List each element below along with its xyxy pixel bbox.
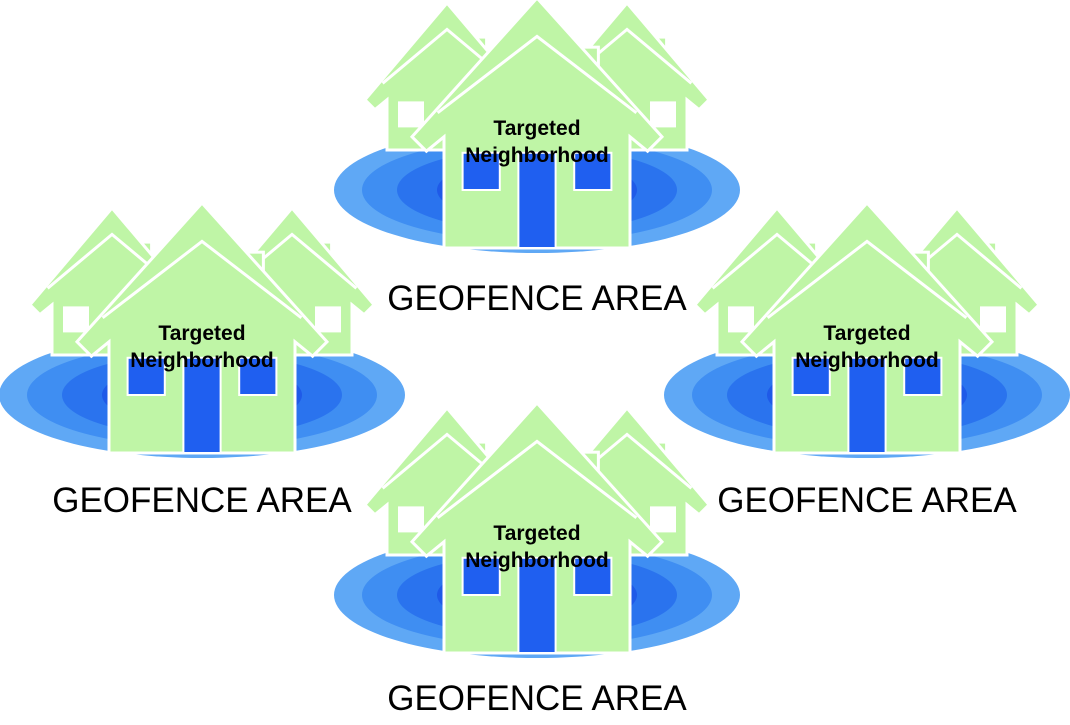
window-shape	[398, 506, 424, 533]
window-shape	[573, 556, 613, 596]
main-house	[409, 400, 665, 655]
house-label-line2: Neighborhood	[465, 549, 608, 572]
geofence-area-label: GEOFENCE AREA	[717, 481, 1017, 520]
window-shape	[461, 151, 501, 192]
house-label-line1: Targeted	[158, 322, 245, 345]
roof-trim-shape	[101, 239, 303, 319]
house-label-line1: Targeted	[493, 117, 580, 140]
door-shape	[847, 356, 887, 454]
geofence-area-label: GEOFENCE AREA	[52, 481, 352, 520]
house-label-line2: Neighborhood	[130, 349, 273, 372]
window-shape	[573, 151, 613, 192]
window-shape	[650, 506, 676, 533]
window-shape	[398, 101, 424, 128]
house-label-line2: Neighborhood	[795, 349, 938, 372]
door-shape	[182, 356, 222, 454]
window-shape	[980, 306, 1006, 333]
geofence-area-label: GEOFENCE AREA	[387, 279, 687, 318]
door-shape	[517, 151, 557, 249]
window-shape	[791, 356, 831, 396]
window-shape	[63, 306, 89, 333]
window-shape	[315, 306, 341, 333]
house-label-line1: Targeted	[823, 322, 910, 345]
window-shape	[728, 306, 754, 333]
geofence-area-label: GEOFENCE AREA	[387, 679, 687, 718]
door-shape	[517, 556, 557, 654]
window-shape	[903, 356, 943, 396]
main-house	[409, 0, 665, 250]
window-shape	[126, 356, 166, 396]
window-shape	[238, 356, 278, 396]
main-house	[74, 200, 330, 455]
roof-trim-shape	[436, 439, 638, 519]
roof-trim-shape	[436, 34, 638, 114]
roof-trim-shape	[766, 239, 968, 319]
house-label-line1: Targeted	[493, 522, 580, 545]
house-label-line2: Neighborhood	[465, 144, 608, 167]
window-shape	[650, 101, 676, 128]
window-shape	[461, 556, 501, 596]
main-house	[739, 200, 995, 455]
